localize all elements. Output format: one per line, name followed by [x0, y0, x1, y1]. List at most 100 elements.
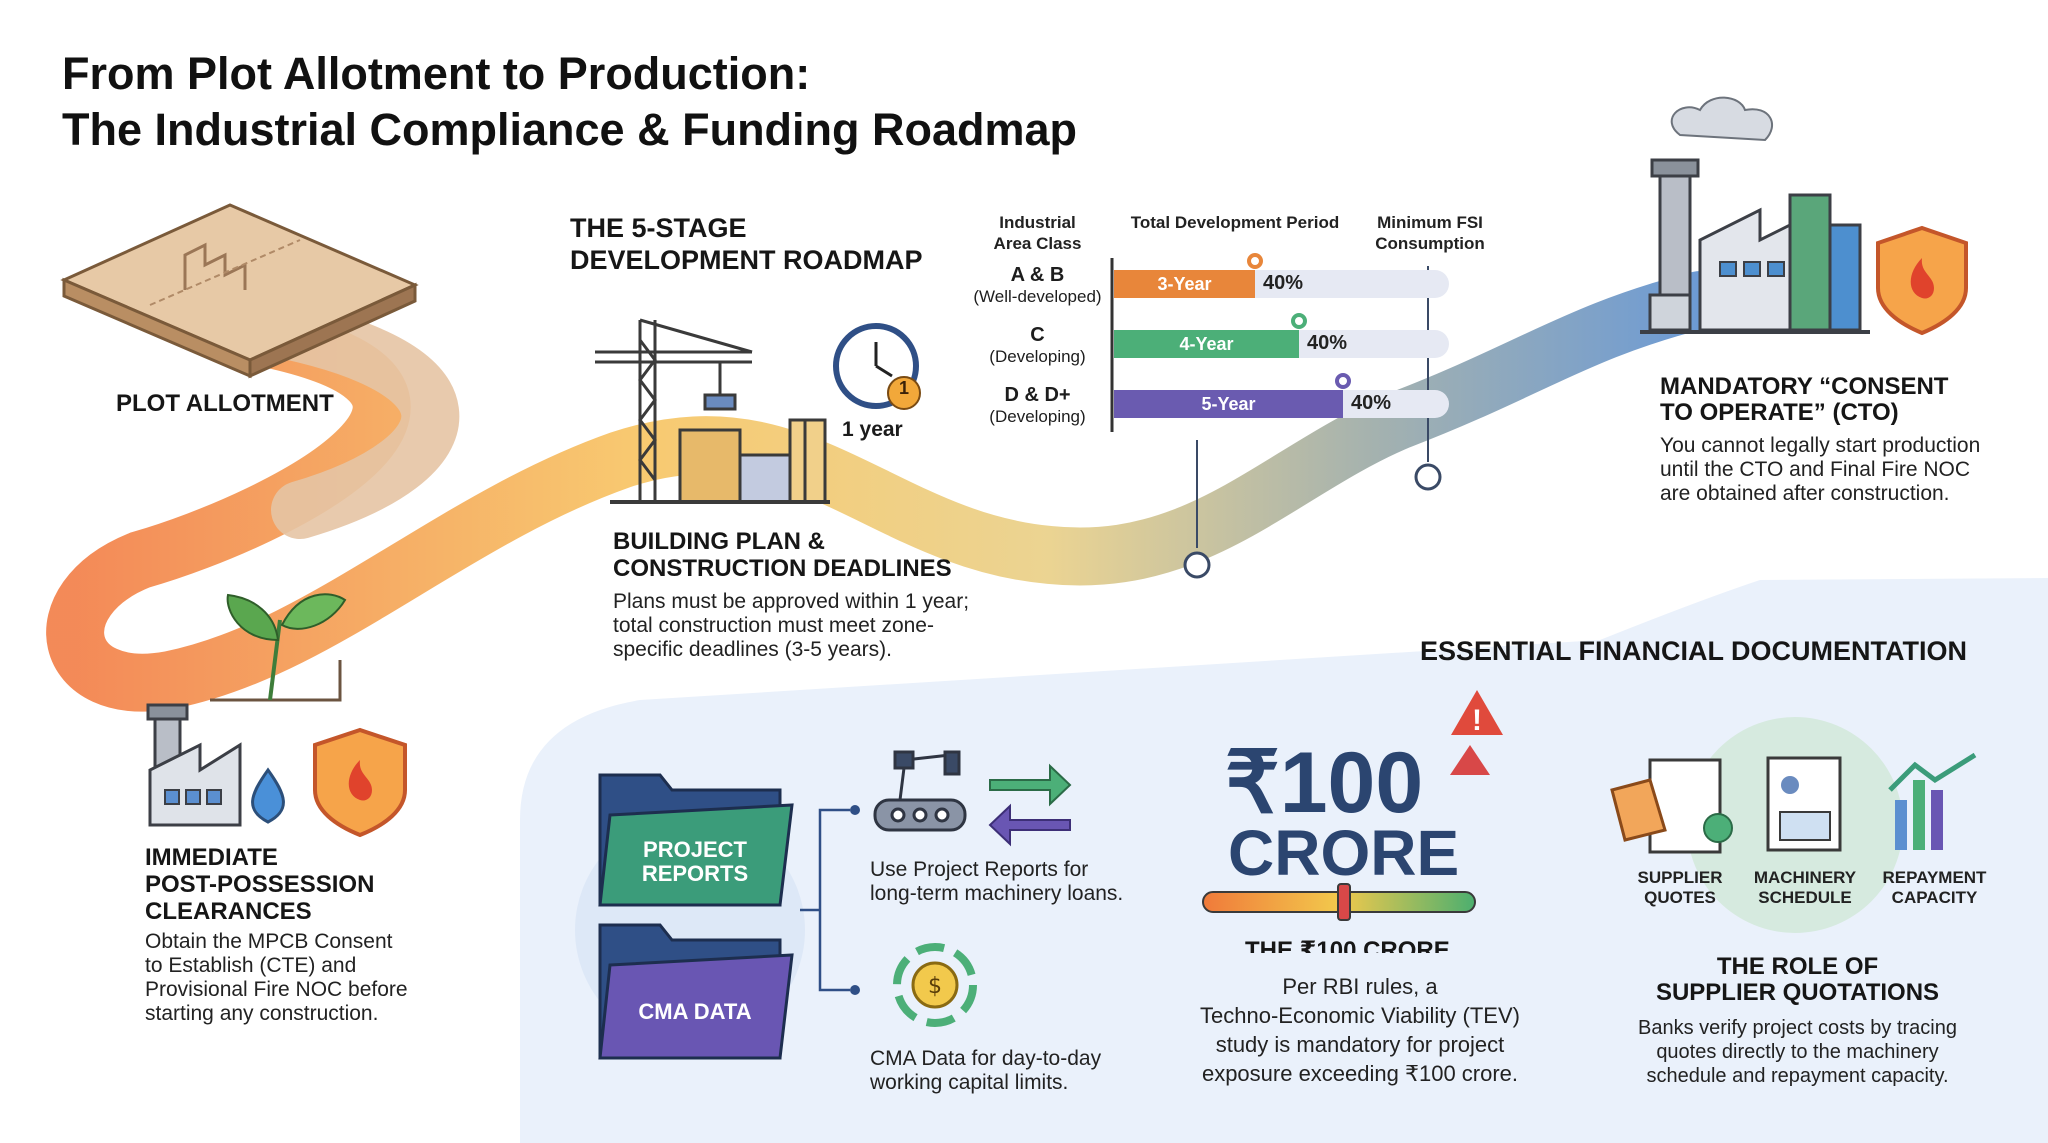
plot-tile	[60, 203, 419, 379]
note1-line2: long-term machinery loans.	[870, 882, 1124, 905]
fsi-value: 40%	[1351, 392, 1392, 414]
clearances-body-3: Provisional Fire NOC before	[145, 978, 408, 1001]
col-class-line2: Area Class	[993, 234, 1082, 253]
table-row-class: A & B(Well-developed)	[965, 263, 1110, 307]
col-fsi-line1: Minimum FSI	[1377, 213, 1483, 232]
table-row-class: D & D+(Developing)	[965, 383, 1110, 427]
tev-body-4: exposure exceeding ₹100 crore.	[1201, 1061, 1519, 1086]
row-class-sub: (Well-developed)	[973, 287, 1102, 306]
roadmap-heading-1: THE 5-STAGE	[570, 213, 747, 243]
table-row-class: C(Developing)	[965, 323, 1110, 367]
page-title: From Plot Allotment to Production: The I…	[62, 46, 1077, 158]
table-col-class: Industrial Area Class	[970, 212, 1105, 254]
role-body-1: Banks verify project costs by tracing	[1637, 1017, 1957, 1039]
clearances-body-2: to Establish (CTE) and	[145, 954, 357, 977]
icon-label-repayment-capacity: REPAYMENT CAPACITY	[1872, 868, 1997, 908]
cto-title-1: MANDATORY “CONSENT	[1660, 373, 1949, 400]
icon2-line1: MACHINERY	[1753, 868, 1857, 887]
period-marker	[1183, 551, 1211, 579]
building-body-3: specific deadlines (3-5 years).	[613, 638, 892, 661]
sprout-illustration	[210, 593, 347, 702]
table-col-period: Total Development Period	[1130, 213, 1340, 232]
folder1-line1: PROJECT	[643, 837, 747, 862]
period-pin	[1335, 373, 1351, 389]
role-title-2: SUPPLIER QUOTATIONS	[1655, 979, 1940, 1006]
clearances-body-4: starting any construction.	[145, 1002, 379, 1025]
icon3-line2: CAPACITY	[1891, 888, 1978, 907]
note2-line2: working capital limits.	[870, 1071, 1069, 1094]
period-bar: 4-Year	[1114, 330, 1299, 358]
table-col-fsi: Minimum FSI Consumption	[1365, 212, 1495, 254]
tev-heading-cut: THE ₹100 CRORE	[1245, 937, 1450, 953]
row-class-sub: (Developing)	[989, 347, 1086, 366]
col-class-line1: Industrial	[999, 213, 1076, 232]
icon1-line1: SUPPLIER	[1637, 868, 1723, 887]
clock-badge: 1	[898, 378, 909, 398]
cma-note: CMA Data for day-to-day working capital …	[870, 1047, 1101, 1095]
project-reports-note: Use Project Reports for long-term machin…	[870, 858, 1123, 906]
tev-body: Per RBI rules, a Techno-Economic Viabili…	[1170, 972, 1550, 1088]
folder-project-reports: PROJECT REPORTS	[605, 838, 785, 886]
cto-body-2: until the CTO and Final Fire NOC	[1660, 458, 1971, 481]
note1-line1: Use Project Reports for	[870, 858, 1089, 881]
clock-label: 1 year	[842, 418, 903, 441]
period-bar: 5-Year	[1114, 390, 1343, 418]
tev-body-2: Techno-Economic Viability (TEV)	[1200, 1003, 1520, 1028]
crore-arrow-gauge: !	[1202, 690, 1503, 921]
construction-illustration	[595, 318, 830, 504]
period-pin	[1247, 253, 1263, 269]
clearances-title: IMMEDIATE POST-POSSESSION CLEARANCES	[145, 844, 374, 925]
period-bar: 3-Year	[1114, 270, 1255, 298]
row-class-name: A & B	[1010, 264, 1065, 286]
fire-shield-right	[1876, 225, 1968, 336]
fsi-value: 40%	[1263, 272, 1304, 294]
fsi-marker	[1414, 463, 1442, 491]
cycle-coin-icon: $	[893, 943, 977, 1027]
cto-body: You cannot legally start production unti…	[1660, 434, 1980, 506]
fire-shield-left	[313, 727, 407, 838]
cto-title: MANDATORY “CONSENT TO OPERATE” (CTO)	[1660, 374, 1948, 426]
machinery-icon	[873, 750, 967, 832]
col-fsi-line2: Consumption	[1375, 234, 1485, 253]
note2-line1: CMA Data for day-to-day	[870, 1047, 1102, 1070]
row-class-name: C	[1030, 324, 1045, 346]
role-body: Banks verify project costs by tracing qu…	[1600, 1016, 1995, 1088]
row-class-name: D & D+	[1004, 384, 1071, 406]
icon3-line1: REPAYMENT	[1882, 868, 1987, 887]
icon-label-supplier-quotes: SUPPLIER QUOTES	[1620, 868, 1740, 908]
building-title: BUILDING PLAN & CONSTRUCTION DEADLINES	[613, 528, 952, 582]
icon1-line2: QUOTES	[1644, 888, 1716, 907]
clearances-body-1: Obtain the MPCB Consent	[145, 930, 393, 953]
clearances-body: Obtain the MPCB Consent to Establish (CT…	[145, 930, 408, 1026]
road-upper	[46, 271, 1729, 712]
svg-text:!: !	[1472, 704, 1482, 737]
fsi-value: 40%	[1307, 332, 1348, 354]
icon-label-machinery-schedule: MACHINERY SCHEDULE	[1745, 868, 1865, 908]
folder-icons	[575, 773, 860, 1060]
cto-body-1: You cannot legally start production	[1660, 434, 1981, 457]
role-title: THE ROLE OF SUPPLIER QUOTATIONS	[1620, 954, 1975, 1006]
roadmap-heading-2: DEVELOPMENT ROADMAP	[570, 245, 923, 275]
title-line-2: The Industrial Compliance & Funding Road…	[62, 104, 1078, 155]
icon2-line2: SCHEDULE	[1758, 888, 1852, 907]
factory-small	[146, 703, 285, 827]
exchange-arrows-icon	[988, 763, 1072, 847]
clearances-title-3: CLEARANCES	[145, 898, 312, 925]
row-class-sub: (Developing)	[989, 407, 1086, 426]
cto-body-3: are obtained after construction.	[1660, 482, 1950, 505]
clock-illustration	[833, 323, 921, 410]
factory-large	[1640, 96, 1870, 334]
cto-title-2: TO OPERATE” (CTO)	[1660, 399, 1899, 426]
tev-body-1: Per RBI rules, a	[1282, 974, 1438, 999]
role-body-3: schedule and repayment capacity.	[1646, 1065, 1949, 1087]
title-line-1: From Plot Allotment to Production:	[62, 48, 811, 99]
tev-body-3: study is mandatory for project	[1215, 1032, 1505, 1057]
building-title-2: CONSTRUCTION DEADLINES	[613, 555, 952, 582]
building-title-1: BUILDING PLAN &	[613, 528, 825, 555]
crore-unit: CRORE	[1228, 817, 1460, 889]
role-body-2: quotes directly to the machinery	[1656, 1041, 1939, 1063]
folder1-line2: REPORTS	[641, 861, 749, 886]
finance-heading: ESSENTIAL FINANCIAL DOCUMENTATION	[1420, 636, 1968, 666]
roadmap-heading: THE 5-STAGE DEVELOPMENT ROADMAP	[570, 212, 923, 276]
